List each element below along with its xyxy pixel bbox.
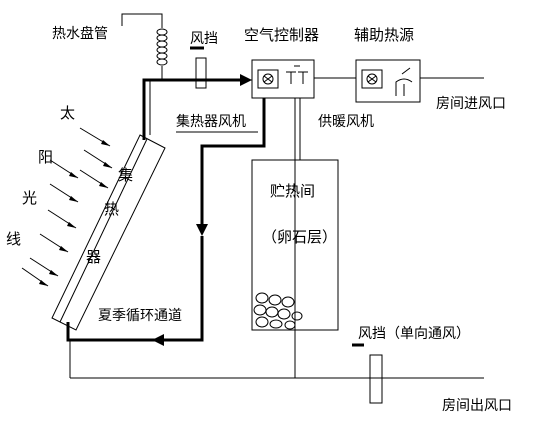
sun-char-1: 太 bbox=[60, 104, 75, 122]
coil-icon bbox=[156, 28, 168, 66]
sun-char-2: 阳 bbox=[38, 148, 53, 166]
sun-char-4: 线 bbox=[6, 230, 21, 248]
solar-collector: 集 热 器 bbox=[51, 134, 166, 331]
damper-top: 风挡 bbox=[190, 31, 218, 89]
air-controller: 空气控制器 bbox=[244, 26, 319, 99]
collector-fan-label: 集热器风机 bbox=[176, 113, 246, 130]
pebble-icon bbox=[253, 292, 303, 330]
sun-label: 太 阳 光 线 bbox=[6, 104, 75, 248]
storage-title: 贮热间 bbox=[270, 182, 315, 200]
hot-water-coil-label: 热水盘管 bbox=[52, 25, 108, 42]
damper-oneway: 风挡（单向通风） bbox=[352, 326, 470, 404]
storage-subtitle: （卵石层） bbox=[262, 228, 337, 246]
heating-fan-label: 供暖风机 bbox=[318, 114, 374, 130]
flow-arrow-icon bbox=[240, 74, 252, 86]
sun-char-3: 光 bbox=[22, 189, 37, 207]
flow-arrow-icon bbox=[196, 224, 208, 236]
valve-icon bbox=[286, 65, 308, 84]
fan-labels: 集热器风机 供暖风机 bbox=[176, 113, 374, 133]
aux-heat-label: 辅助热源 bbox=[354, 26, 414, 44]
collector-char-1: 集 bbox=[118, 166, 133, 184]
damper-top-label: 风挡 bbox=[190, 31, 218, 47]
sun-rays bbox=[21, 127, 113, 287]
collector-char-2: 热 bbox=[104, 200, 119, 218]
aux-heat: 辅助热源 bbox=[354, 26, 421, 103]
hot-water-coil: 热水盘管 bbox=[52, 13, 168, 66]
room-inlet-label: 房间进风口 bbox=[436, 96, 506, 112]
collector-char-3: 器 bbox=[86, 248, 101, 266]
heat-storage: 贮热间 （卵石层） bbox=[251, 159, 339, 331]
room-outlet-label: 房间出风口 bbox=[442, 398, 512, 414]
flow-arrow-icon bbox=[152, 334, 164, 346]
summer-loop-label: 夏季循环通道 bbox=[98, 308, 182, 324]
fan-icon bbox=[361, 69, 383, 89]
air-controller-label: 空气控制器 bbox=[244, 26, 319, 44]
damper-oneway-label: 风挡（单向通风） bbox=[358, 326, 470, 342]
fan-icon bbox=[257, 69, 279, 89]
heater-icon bbox=[395, 67, 413, 96]
summer-loop: 夏季循环通道 bbox=[66, 74, 266, 346]
